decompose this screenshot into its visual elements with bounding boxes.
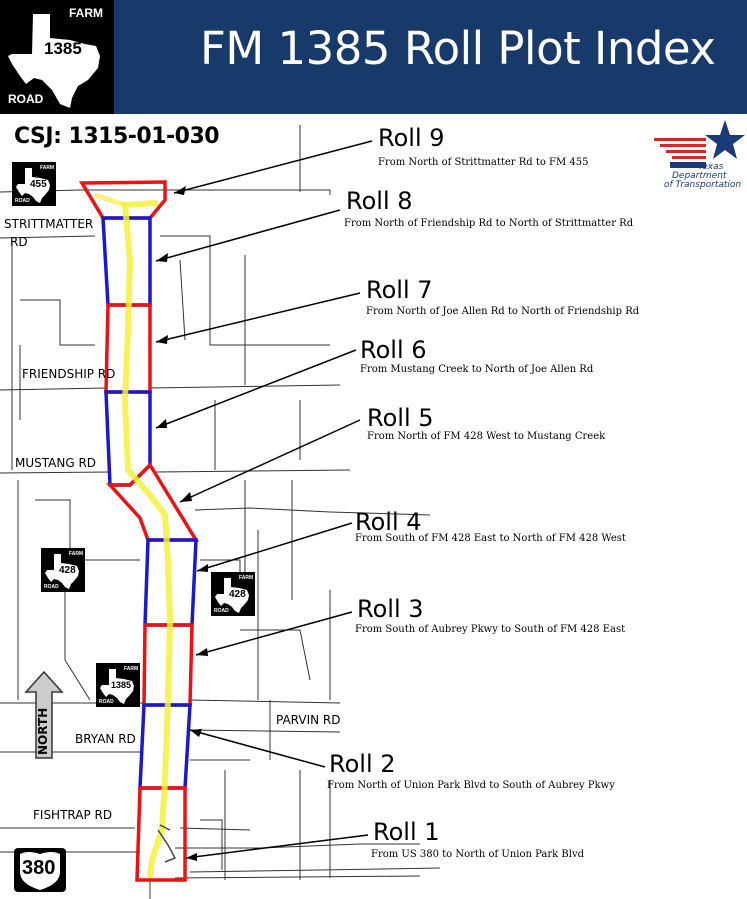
shield-fm455-top: FARM <box>40 165 55 171</box>
roll-1-description: From US 380 to North of Union Park Blvd <box>371 849 584 860</box>
roll-7-description: From North of Joe Allen Rd to North of F… <box>366 306 640 317</box>
texas-shape-icon <box>215 578 249 613</box>
us-highway-shield-icon <box>14 848 66 892</box>
leader-roll-7 <box>155 292 361 343</box>
texas-shape-icon <box>100 669 134 704</box>
road-label-parvin: PARVIN RD <box>276 713 341 727</box>
txdot-name: Texas Department of Transportation <box>664 162 741 190</box>
shield-fm455: FARM 455 ROAD <box>12 162 56 206</box>
texas-shape-icon <box>16 168 50 203</box>
shield-fm428-west-top: FARM <box>69 551 84 557</box>
shield-fm455-number: 455 <box>30 179 47 190</box>
roll-6-title: Roll 6 <box>360 336 427 364</box>
txdot-line-2: Department <box>672 171 727 181</box>
roll-8-title: Roll 8 <box>346 187 413 215</box>
logo-road-label: ROAD <box>8 92 44 106</box>
roll-9-description: From North of Strittmatter Rd to FM 455 <box>378 157 589 168</box>
shield-fm428-west-bottom: ROAD <box>44 584 59 590</box>
roll-4-title: Roll 4 <box>355 508 422 536</box>
callout-leaders <box>155 140 373 859</box>
fm1385-route-spur <box>94 192 126 208</box>
page-title: FM 1385 Roll Plot Index <box>200 22 716 75</box>
header-bar: FARM 1385 ROAD FM 1385 Roll Plot Index <box>0 0 747 114</box>
roll-segments <box>78 180 200 882</box>
shield-fm1385-bottom: ROAD <box>99 699 114 705</box>
street-network <box>0 125 441 899</box>
shield-fm428-east: FARM 428 ROAD <box>211 572 255 616</box>
interchange <box>157 824 177 863</box>
leader-roll-4 <box>196 522 353 572</box>
shield-fm1385: FARM 1385 ROAD <box>96 663 140 707</box>
shield-fm428-east-top: FARM <box>239 575 254 581</box>
road-label-bryan: BRYAN RD <box>75 732 136 746</box>
roll-1-title: Roll 1 <box>373 818 440 846</box>
shield-fm428-east-bottom: ROAD <box>214 608 229 614</box>
farm-road-logo: FARM 1385 ROAD <box>0 0 114 114</box>
shield-fm455-bottom: ROAD <box>15 198 30 204</box>
shield-fm428-west-number: 428 <box>59 565 76 576</box>
leader-roll-2 <box>189 729 326 768</box>
roll-4-description: From South of FM 428 East to North of FM… <box>355 533 626 544</box>
callout-arrowheads <box>156 186 208 861</box>
logo-farm-label: FARM <box>69 6 103 20</box>
shield-fm428-east-number: 428 <box>229 589 246 600</box>
csj-number: CSJ: 1315-01-030 <box>14 124 220 149</box>
leader-roll-6 <box>155 349 357 429</box>
texas-shape-icon <box>45 554 79 589</box>
roll-2-description: From North of Union Park Blvd to South o… <box>327 780 615 791</box>
road-label-strittmatter: STRITTMATTER <box>4 217 94 231</box>
shield-fm428-west: FARM 428 ROAD <box>41 548 85 592</box>
roll-3-title: Roll 3 <box>357 595 424 623</box>
roll-2-title: Roll 2 <box>329 750 396 778</box>
roll-9-title: Roll 9 <box>378 124 445 152</box>
roll-3-description: From South of Aubrey Pkwy to South of FM… <box>355 624 626 635</box>
north-arrow-label: NORTH <box>36 707 50 755</box>
north-arrow-icon <box>24 670 64 759</box>
road-map <box>0 125 441 899</box>
leader-roll-3 <box>195 611 353 656</box>
shield-fm1385-number: 1385 <box>111 680 132 690</box>
leader-roll-5 <box>179 419 361 503</box>
road-label-friendship: FRIENDSHIP RD <box>22 367 116 381</box>
roll-6-description: From Mustang Creek to North of Joe Allen… <box>360 364 594 375</box>
road-label-mustang: MUSTANG RD <box>15 456 97 470</box>
leader-roll-1 <box>185 834 369 859</box>
roll-7-title: Roll 7 <box>366 276 433 304</box>
txdot-line-3: of Transportation <box>664 180 742 190</box>
road-label-strittmatter-rd: RD <box>10 235 28 249</box>
roll-5-title: Roll 5 <box>367 404 434 432</box>
shield-us380-number: 380 <box>22 857 56 879</box>
shield-fm1385-top: FARM <box>124 666 139 672</box>
segment-roll-1 <box>135 786 187 882</box>
farm-road-shield-icon <box>8 14 100 108</box>
txdot-line-1: Texas <box>697 162 724 172</box>
roll-5-description: From North of FM 428 West to Mustang Cre… <box>367 431 606 442</box>
road-label-fishtrap: FISHTRAP RD <box>33 808 113 822</box>
roll-8-description: From North of Friendship Rd to North of … <box>344 218 634 229</box>
leader-roll-9 <box>173 140 373 194</box>
fm1385-route-line <box>121 200 174 878</box>
segment-roll-9 <box>78 180 167 220</box>
txdot-star-logo-icon <box>654 120 745 168</box>
leader-roll-8 <box>155 209 341 262</box>
logo-route-number: 1385 <box>44 39 82 58</box>
